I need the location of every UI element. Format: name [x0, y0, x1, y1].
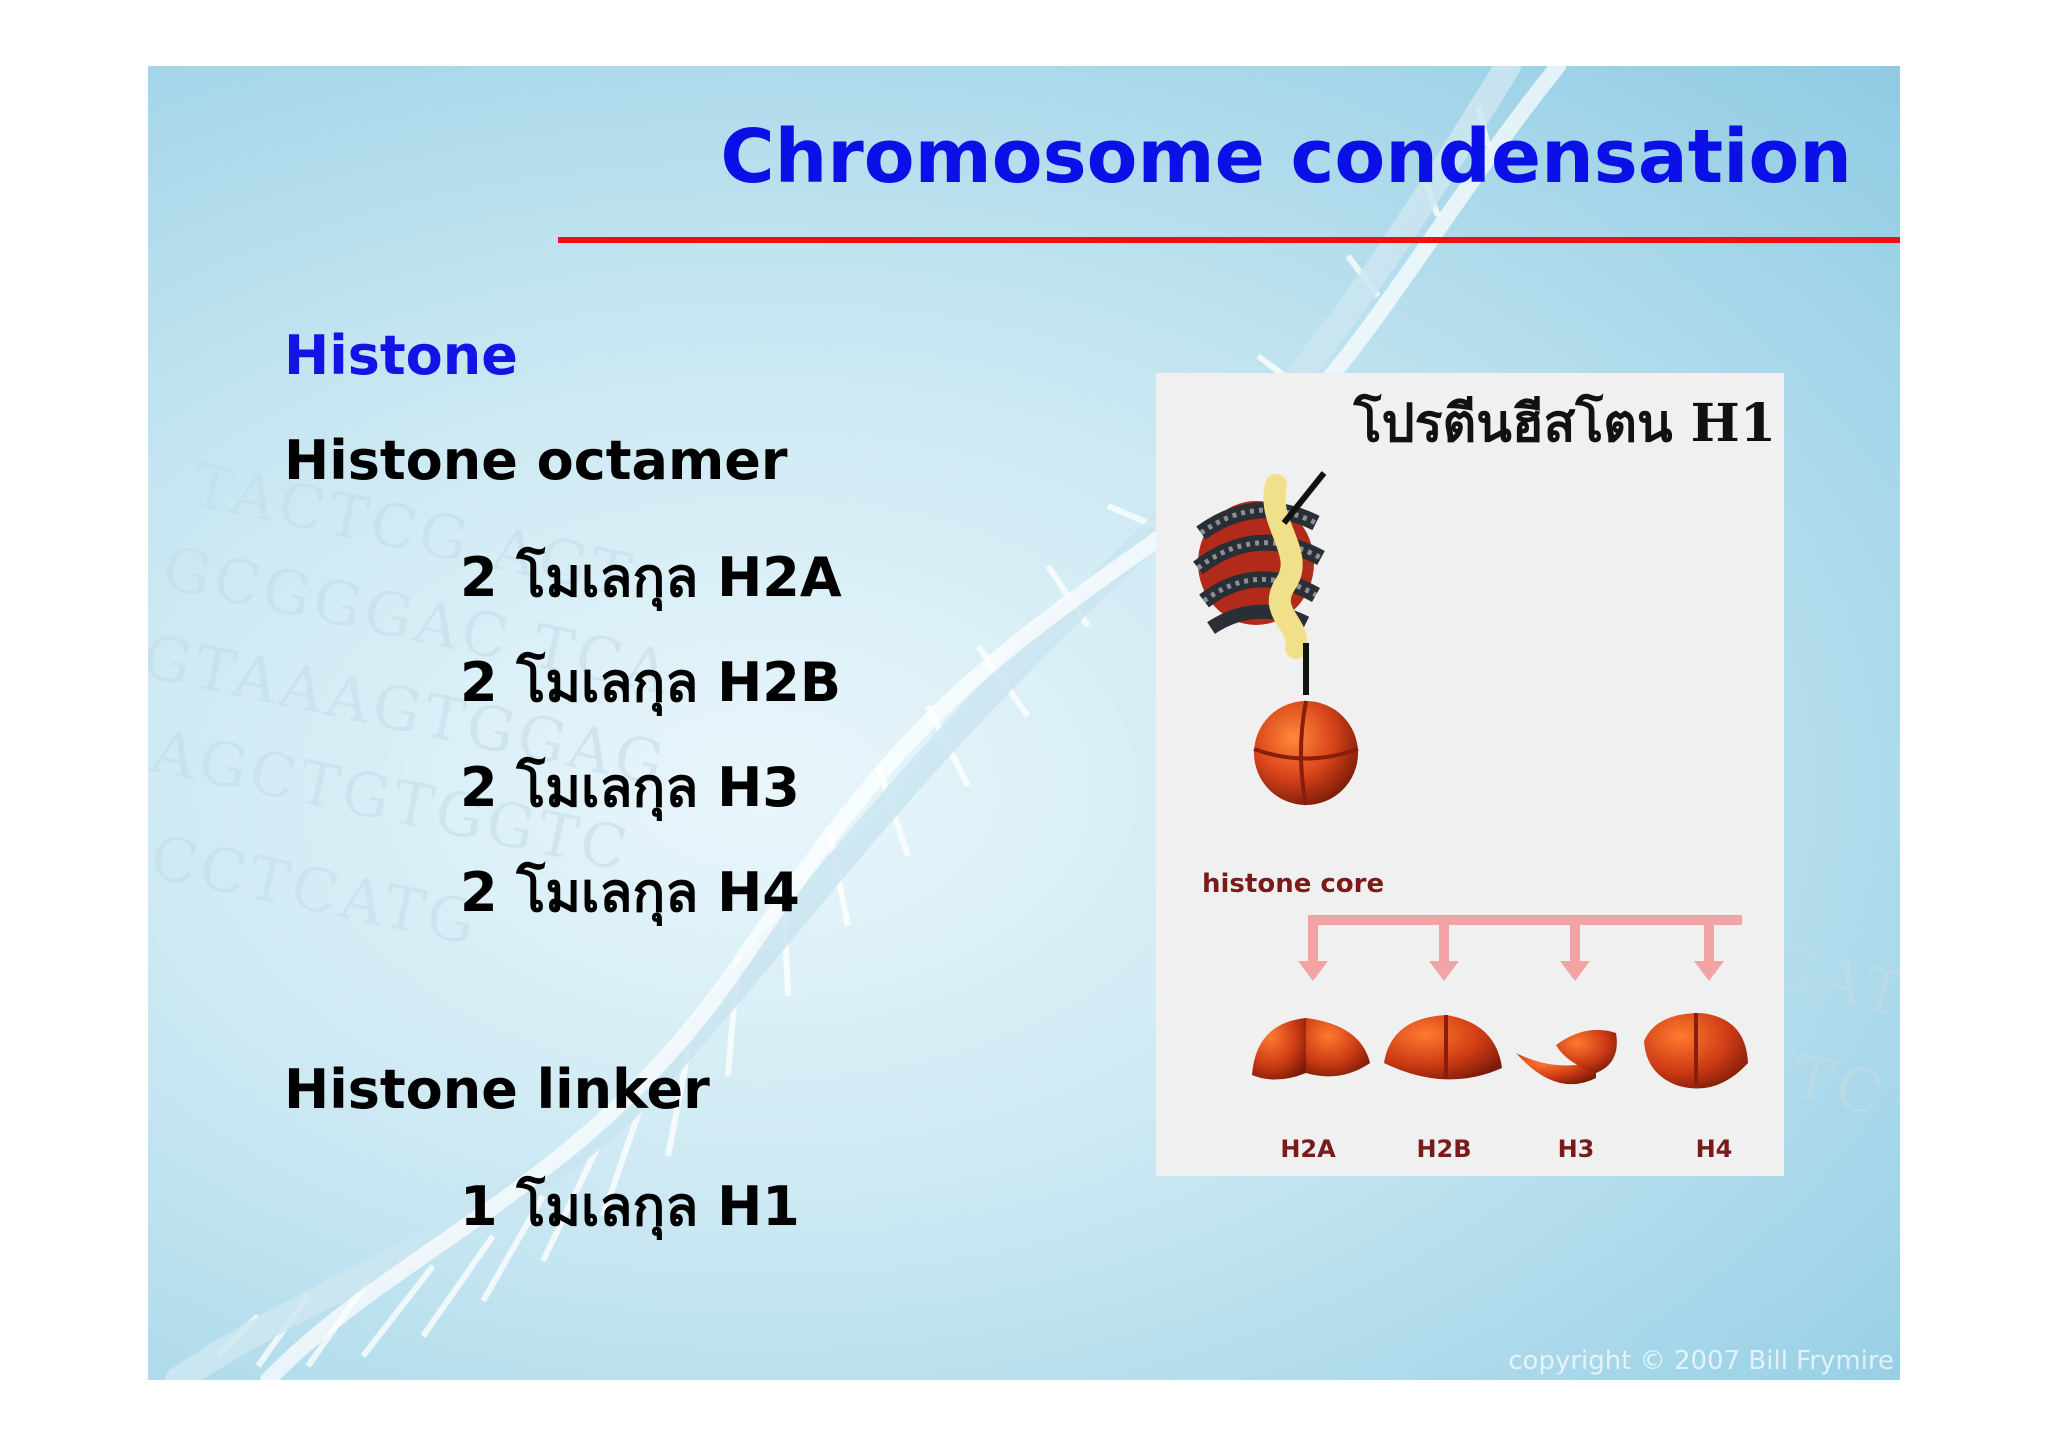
octamer-item: 2 โมเลกุล H2A — [460, 546, 842, 609]
figure-title: โปรตีนฮีสโตน H1 — [1353, 393, 1776, 454]
title-underline — [558, 237, 1900, 243]
histone-subunit-icons — [1252, 1013, 1748, 1089]
linker-item: 1 โมเลกุล H1 — [460, 1175, 800, 1238]
copyright-notice: copyright © 2007 Bill Frymire — [1508, 1346, 1894, 1376]
subunit-label: H3 — [1557, 1135, 1595, 1163]
nucleosome-icon — [1193, 471, 1327, 695]
histone-diagram — [1193, 471, 1748, 1089]
histone-figure: โปรตีนฮีสโตน H1 — [1156, 373, 1784, 1176]
octamer-item: 2 โมเลกุล H2B — [460, 651, 842, 714]
histone-heading: Histone — [284, 324, 518, 387]
subunit-label: H2A — [1280, 1135, 1336, 1163]
split-arrows-icon — [1298, 915, 1742, 981]
slide-title: Chromosome condensation — [720, 114, 1852, 200]
octamer-item: 2 โมเลกุล H3 — [460, 756, 800, 819]
octamer-item: 2 โมเลกุล H4 — [460, 861, 800, 924]
slide: TACTCG AGT GCGGGAC TCA GTAAAGTGGAG AGCTG… — [148, 66, 1900, 1380]
dna-helix-illustration — [165, 66, 1566, 1380]
linker-heading: Histone linker — [284, 1058, 710, 1121]
octamer-heading: Histone octamer — [284, 429, 788, 492]
subunit-label: H2B — [1416, 1135, 1472, 1163]
histone-core-icon — [1253, 700, 1359, 806]
histone-core-label: histone core — [1202, 869, 1385, 899]
subunit-label: H4 — [1695, 1135, 1733, 1163]
